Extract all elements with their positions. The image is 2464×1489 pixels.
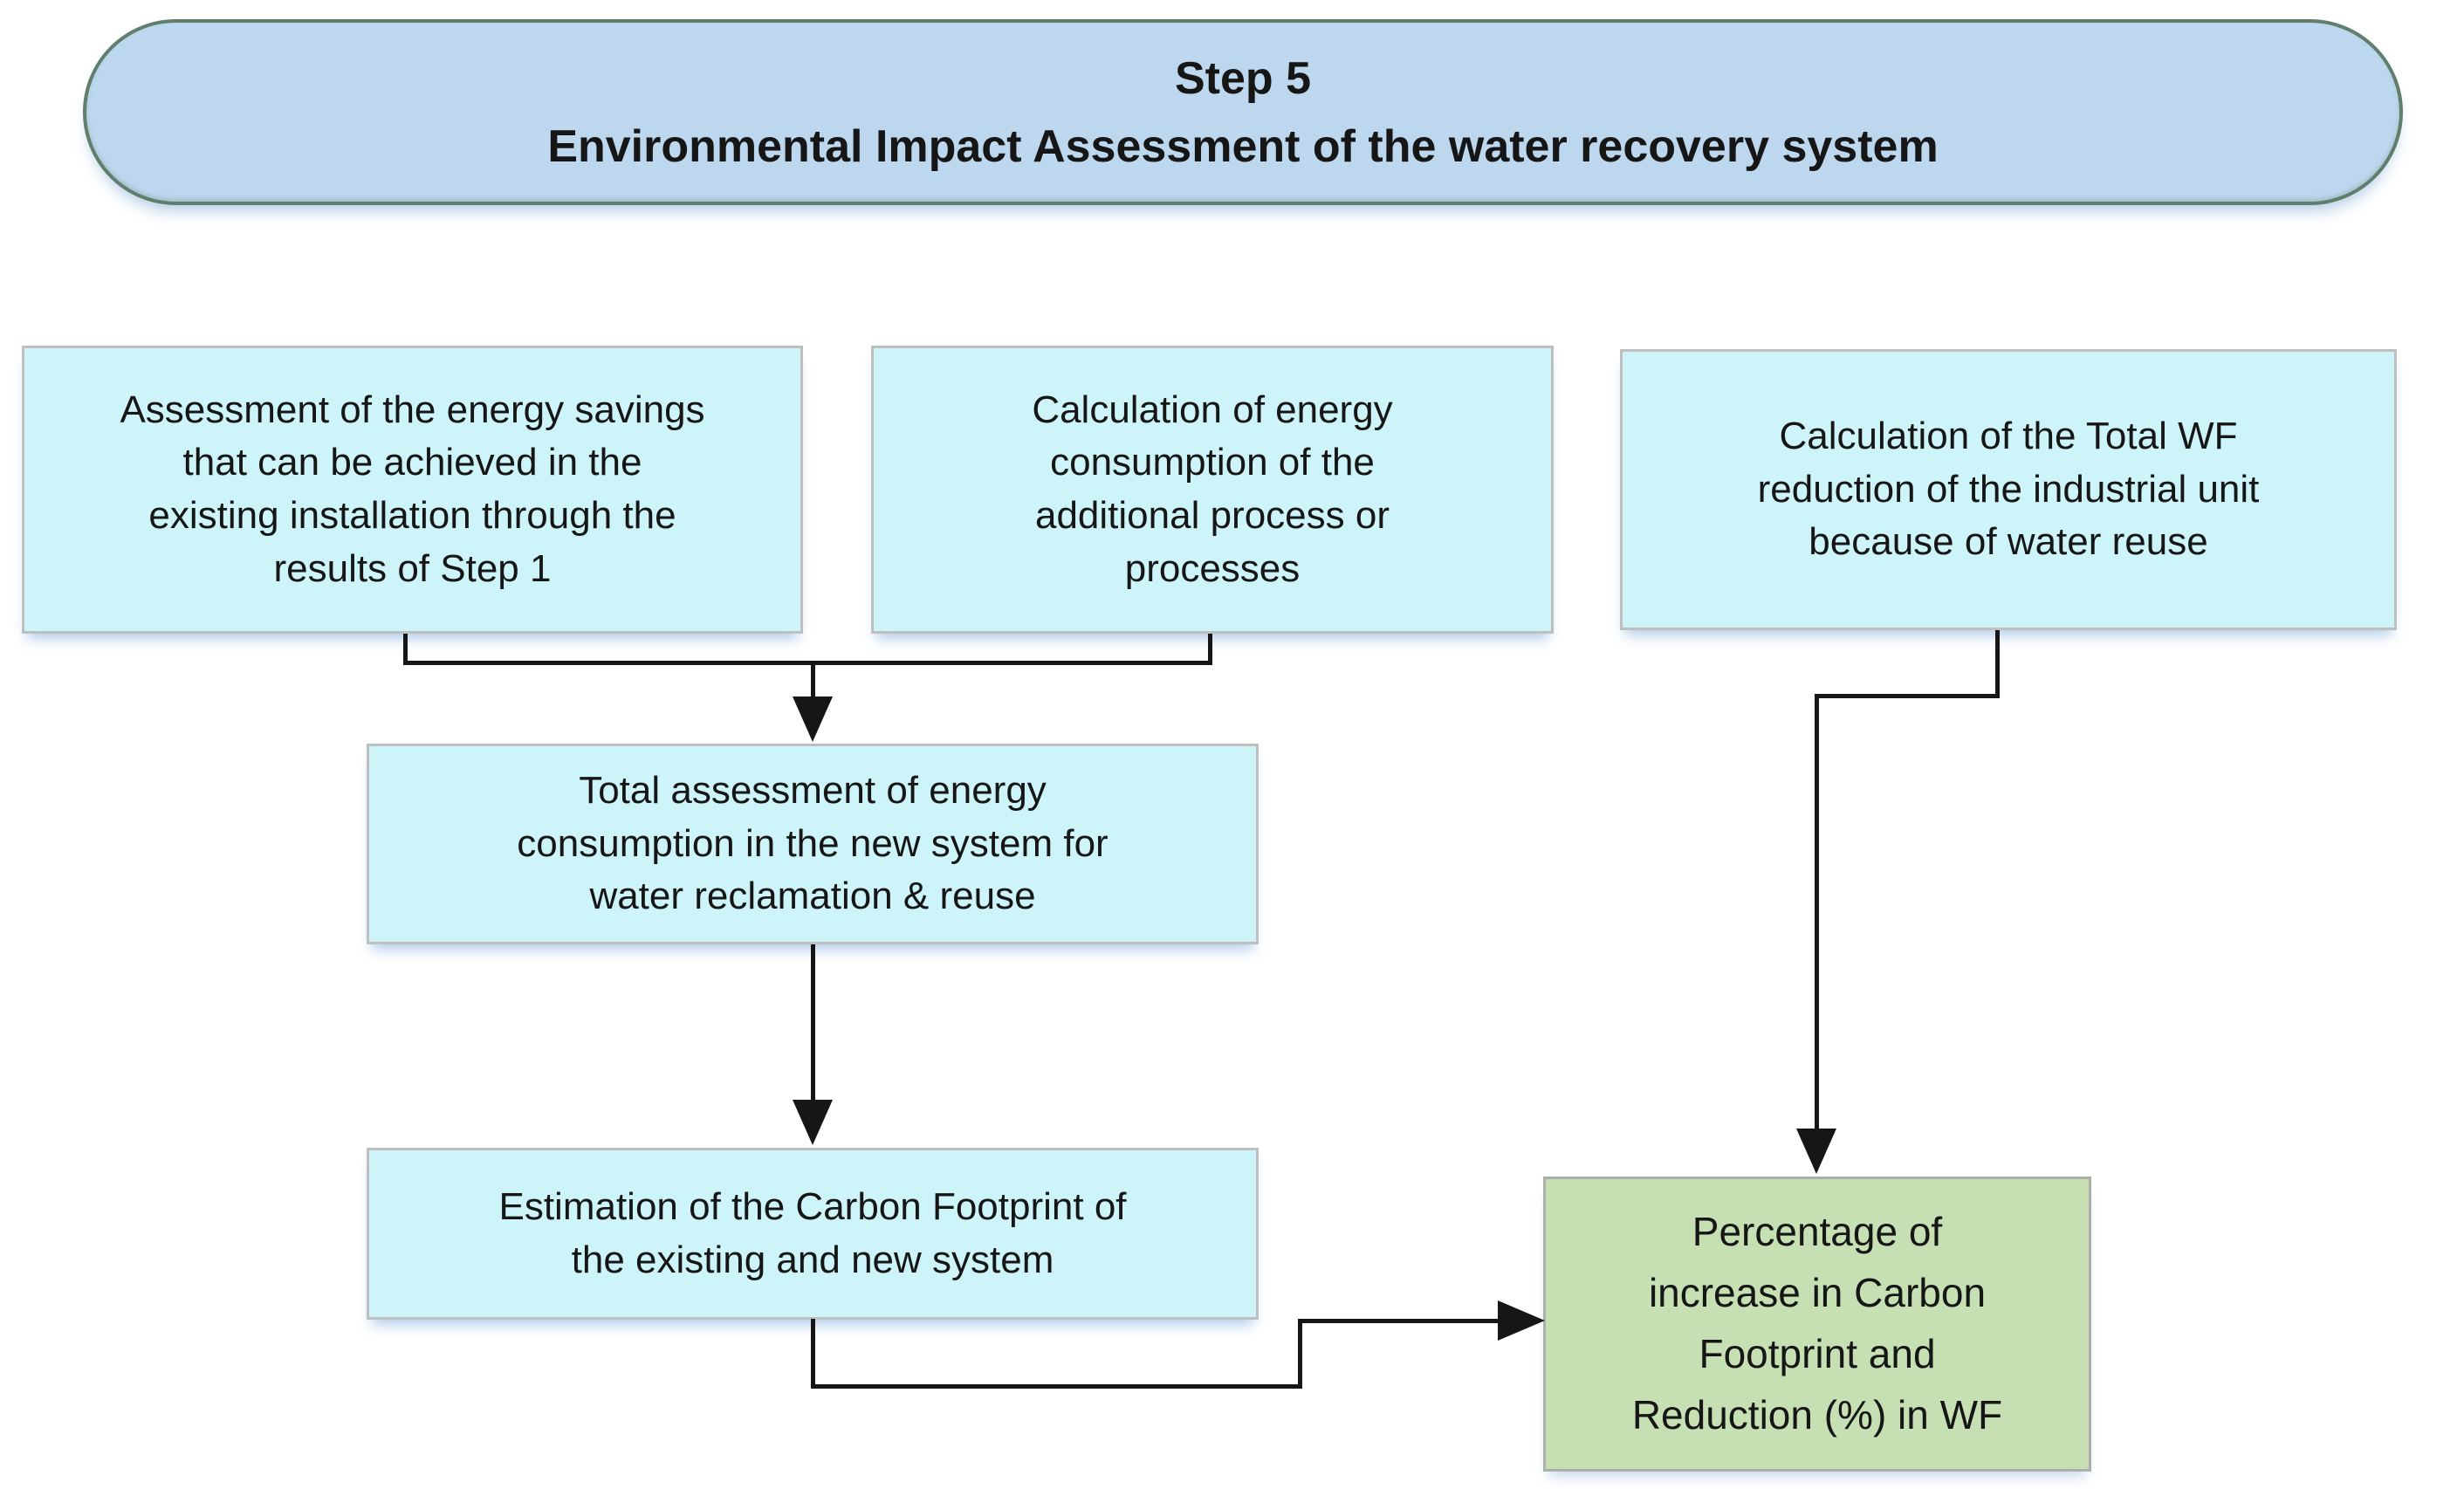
connector-energy-consumption-stub: [1208, 634, 1212, 665]
box-energy-savings-assessment: Assessment of the energy savings that ca…: [22, 346, 803, 634]
connector-carbon-horizontal-low: [811, 1384, 1302, 1389]
box-carbon-footprint-estimation: Estimation of the Carbon Footprint of th…: [367, 1148, 1259, 1320]
connector-merge-shaft: [811, 661, 815, 703]
box-total-energy-assessment: Total assessment of energy consumption i…: [367, 744, 1259, 944]
arrowhead-into-result-top: [1796, 1129, 1836, 1174]
connector-merge-horizontal: [403, 661, 1212, 665]
arrowhead-into-result-left: [1498, 1300, 1545, 1341]
banner-subtitle: Environmental Impact Assessment of the w…: [547, 120, 1939, 172]
connector-total-to-carbon-shaft: [811, 944, 815, 1100]
connector-carbon-jog-up: [1298, 1319, 1302, 1389]
banner-step-label: Step 5: [1174, 52, 1312, 104]
arrowhead-into-carbon-footprint: [793, 1100, 833, 1145]
connector-energy-savings-stub: [403, 634, 408, 665]
title-banner: Step 5 Environmental Impact Assessment o…: [83, 19, 2403, 205]
connector-wf-stub: [1995, 630, 2000, 698]
connector-carbon-stub: [811, 1319, 815, 1389]
box-wf-reduction-calculation: Calculation of the Total WF reduction of…: [1620, 349, 2397, 630]
box-percentage-result: Percentage of increase in Carbon Footpri…: [1543, 1177, 2091, 1472]
connector-wf-horizontal: [1815, 694, 2000, 698]
connector-carbon-horizontal-high: [1298, 1319, 1500, 1323]
arrowhead-into-total-assessment: [793, 696, 833, 742]
connector-wf-vertical: [1815, 694, 1819, 1130]
box-energy-consumption-calculation: Calculation of energy consumption of the…: [871, 346, 1554, 634]
